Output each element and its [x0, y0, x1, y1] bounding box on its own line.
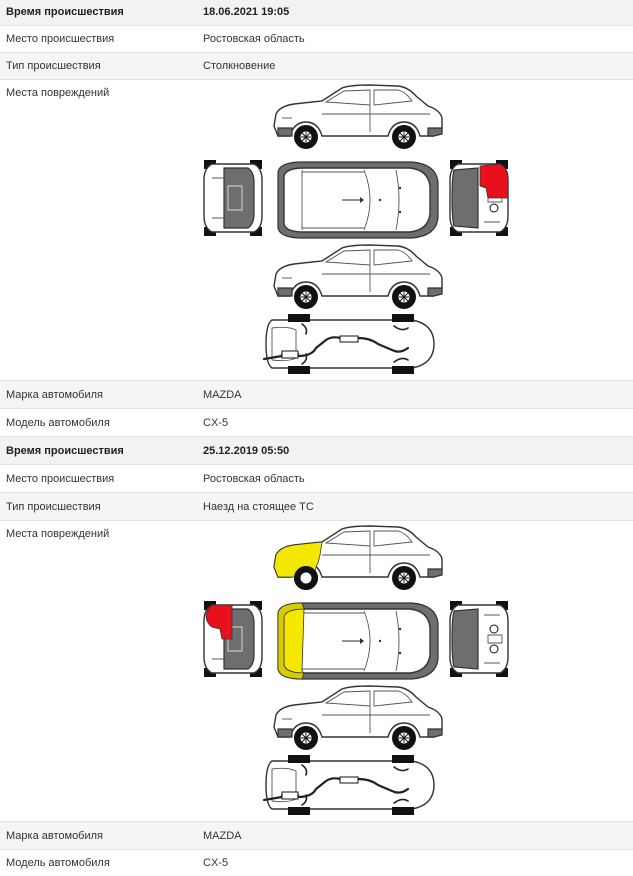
damage-zone-hood-edge [277, 602, 305, 680]
model-label: Модель автомобиля [6, 417, 110, 429]
car-side-view-top [273, 525, 443, 591]
place-value: Ростовская область [203, 33, 305, 45]
brand-label: Марка автомобиля [6, 830, 104, 842]
time-value: 18.06.2021 19:05 [203, 6, 290, 18]
car-side-view-bottom [273, 244, 443, 310]
car-rear-view [203, 159, 263, 237]
incident-1-time-row: Время происшествия 18.06.2021 19:05 [0, 0, 633, 26]
incident-1-brand-row: Марка автомобиля MAZDA [0, 381, 633, 409]
type-label: Тип происшествия [6, 60, 101, 72]
car-underbody-view [262, 753, 436, 817]
car-top-view [277, 161, 439, 239]
incident-2-type-row: Тип происшествия Наезд на стоящее ТС [0, 493, 633, 521]
incident-2-model-row: Модель автомобиля CX-5 [0, 850, 633, 875]
place-value: Ростовская область [203, 473, 305, 485]
incident-1-damage-row: Места повреждений [0, 80, 633, 381]
damage-zone-front-left-headlight [205, 604, 233, 640]
damage-zone-rear-right-corner [479, 163, 509, 199]
brand-label: Марка автомобиля [6, 389, 104, 401]
car-side-view-top [273, 84, 443, 150]
car-side-view-bottom [273, 685, 443, 751]
car-top-view [277, 602, 439, 680]
type-value: Столкновение [203, 60, 276, 72]
incident-1-model-row: Модель автомобиля CX-5 [0, 409, 633, 437]
model-value: CX-5 [203, 857, 229, 869]
car-rear-view [203, 600, 263, 678]
place-label: Место происшествия [6, 33, 115, 45]
incident-2-brand-row: Марка автомобиля MAZDA [0, 822, 633, 850]
incident-1-place-row: Место происшествия Ростовская область [0, 26, 633, 53]
brand-value: MAZDA [203, 389, 242, 401]
damage-zone-hood-front [283, 608, 305, 674]
car-front-view [449, 600, 509, 678]
time-label: Время происшествия [6, 6, 124, 18]
incident-1-type-row: Тип происшествия Столкновение [0, 53, 633, 80]
car-underbody-view [262, 312, 436, 376]
place-label: Место происшествия [6, 473, 115, 485]
damage-label: Места повреждений [6, 528, 110, 540]
damage-label: Места повреждений [6, 87, 110, 99]
incident-2-time-row: Время происшествия 25.12.2019 05:50 [0, 437, 633, 465]
time-value: 25.12.2019 05:50 [203, 445, 290, 457]
model-value: CX-5 [203, 417, 229, 429]
model-label: Модель автомобиля [6, 857, 110, 869]
incident-2-place-row: Место происшествия Ростовская область [0, 465, 633, 493]
type-value: Наезд на стоящее ТС [203, 501, 314, 513]
brand-value: MAZDA [203, 830, 242, 842]
car-damage-diagram-1 [203, 84, 509, 376]
car-damage-diagram-2 [203, 525, 509, 817]
type-label: Тип происшествия [6, 501, 101, 513]
car-front-view [449, 159, 509, 237]
time-label: Время происшествия [6, 445, 124, 457]
incident-2-damage-row: Места повреждений [0, 521, 633, 822]
